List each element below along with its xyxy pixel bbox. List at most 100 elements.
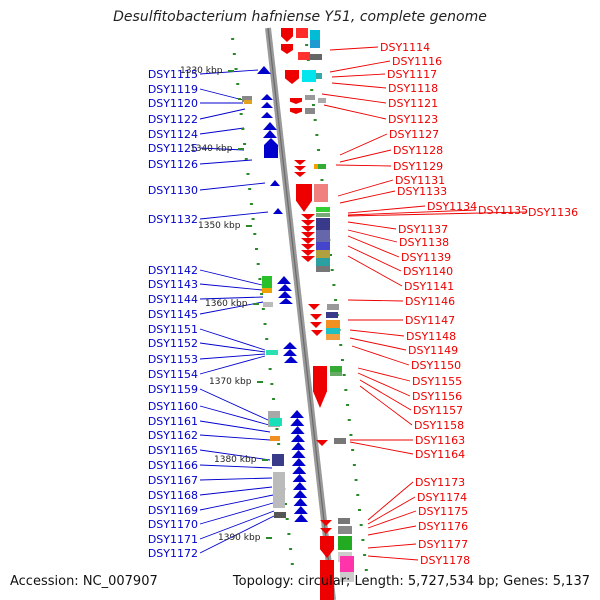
kbp-label: 1340 kbp <box>190 144 233 154</box>
tick-left <box>270 383 274 385</box>
gene-arrow-forward <box>301 244 315 250</box>
gene-arrow-forward <box>301 232 315 238</box>
feature-box <box>270 418 282 426</box>
feature-box <box>316 207 330 212</box>
right-gene-label: DSY1175 <box>418 505 468 518</box>
gene-arrow-reverse <box>292 466 307 474</box>
left-connector <box>199 88 244 101</box>
gene-arrow-reverse <box>279 298 293 304</box>
gene-arrow-reverse <box>290 434 305 442</box>
left-gene-label: DSY1132 <box>148 213 198 226</box>
left-connector <box>199 353 266 360</box>
tick-left <box>234 68 238 70</box>
left-gene-label: DSY1162 <box>148 429 198 442</box>
gene-arrow-reverse <box>292 482 307 490</box>
gene-arrow-reverse <box>283 349 297 356</box>
feature-box <box>298 52 310 60</box>
right-connector <box>367 555 419 561</box>
tick-right <box>332 284 336 286</box>
gene-arrow-forward <box>281 44 293 54</box>
right-connector <box>335 164 392 167</box>
right-connector <box>367 481 414 521</box>
gene-arrow-reverse <box>283 342 297 349</box>
gene-arrow-forward <box>301 256 315 262</box>
tick-right <box>351 449 355 451</box>
left-connector <box>199 434 271 441</box>
right-gene-label: DSY1129 <box>393 160 443 173</box>
kbp-tick <box>246 225 252 227</box>
left-gene-label: DSY1160 <box>148 400 198 413</box>
gene-features <box>242 28 354 582</box>
right-gene-label: DSY1158 <box>414 419 464 432</box>
gene-arrow-reverse <box>284 356 298 363</box>
right-connector <box>331 73 386 78</box>
left-connector <box>199 388 269 421</box>
feature-box <box>272 454 284 466</box>
gene-arrow-reverse <box>291 458 306 466</box>
left-gene-label: DSY1125 <box>148 142 198 155</box>
kbp-label: 1370 kbp <box>209 377 252 387</box>
left-gene-label: DSY1153 <box>148 353 198 366</box>
left-gene-label: DSY1126 <box>148 158 198 171</box>
kbp-label: 1360 kbp <box>205 299 248 309</box>
tick-right <box>340 359 344 361</box>
right-connector <box>367 496 416 525</box>
gene-arrow-forward <box>308 304 320 310</box>
right-gene-label: DSY1128 <box>393 144 443 157</box>
right-connector <box>347 255 403 287</box>
right-gene-label: DSY1177 <box>418 538 468 551</box>
tick-left <box>243 143 247 145</box>
kbp-tick <box>266 537 272 539</box>
tick-right <box>354 479 358 481</box>
left-gene-label: DSY1124 <box>148 128 198 141</box>
left-gene-label: DSY1166 <box>148 459 198 472</box>
right-gene-label: DSY1117 <box>387 68 437 81</box>
left-gene-label: DSY1152 <box>148 337 198 350</box>
gene-arrow-reverse <box>293 498 308 506</box>
kbp-tick <box>253 303 259 305</box>
feature-box <box>326 320 340 328</box>
feature-box <box>310 30 320 40</box>
tick-left <box>287 533 291 535</box>
feature-box <box>274 512 286 518</box>
tick-left <box>275 428 279 430</box>
left-gene-label: DSY1172 <box>148 547 198 560</box>
gene-arrow-forward <box>311 330 323 336</box>
left-connector <box>199 515 275 554</box>
gene-arrow-forward <box>294 166 306 171</box>
kbp-tick <box>257 381 263 383</box>
tick-left <box>263 323 267 325</box>
tick-left <box>248 188 252 190</box>
gene-arrow-forward <box>313 366 327 408</box>
tick-left <box>249 203 253 205</box>
right-connector <box>347 211 527 217</box>
tick-left <box>268 368 272 370</box>
left-connector <box>199 283 263 291</box>
gene-arrow-reverse <box>257 66 271 74</box>
feature-box <box>340 572 354 582</box>
gene-arrow-reverse <box>277 276 291 284</box>
left-connector <box>199 449 271 461</box>
right-gene-label: DSY1139 <box>401 251 451 264</box>
axis-center-line <box>267 27 334 600</box>
right-gene-label: DSY1150 <box>411 359 461 372</box>
tick-right <box>329 254 332 256</box>
left-connector <box>199 182 266 191</box>
right-gene-label: DSY1141 <box>404 280 454 293</box>
right-connector <box>359 385 413 426</box>
tick-left <box>256 263 260 265</box>
tick-left <box>277 443 281 445</box>
feature-box <box>316 213 330 217</box>
gene-arrow-reverse <box>263 130 277 138</box>
gene-arrows <box>257 28 334 600</box>
feature-box <box>316 258 330 266</box>
left-gene-label: DSY1159 <box>148 383 198 396</box>
right-connector <box>347 235 400 258</box>
right-connector <box>337 179 394 197</box>
right-connector <box>339 190 396 204</box>
gene-arrow-reverse <box>292 474 307 482</box>
left-connector <box>199 355 266 375</box>
right-gene-label: DSY1135 <box>478 204 528 217</box>
right-gene-label: DSY1121 <box>388 97 438 110</box>
feature-box <box>270 436 280 441</box>
